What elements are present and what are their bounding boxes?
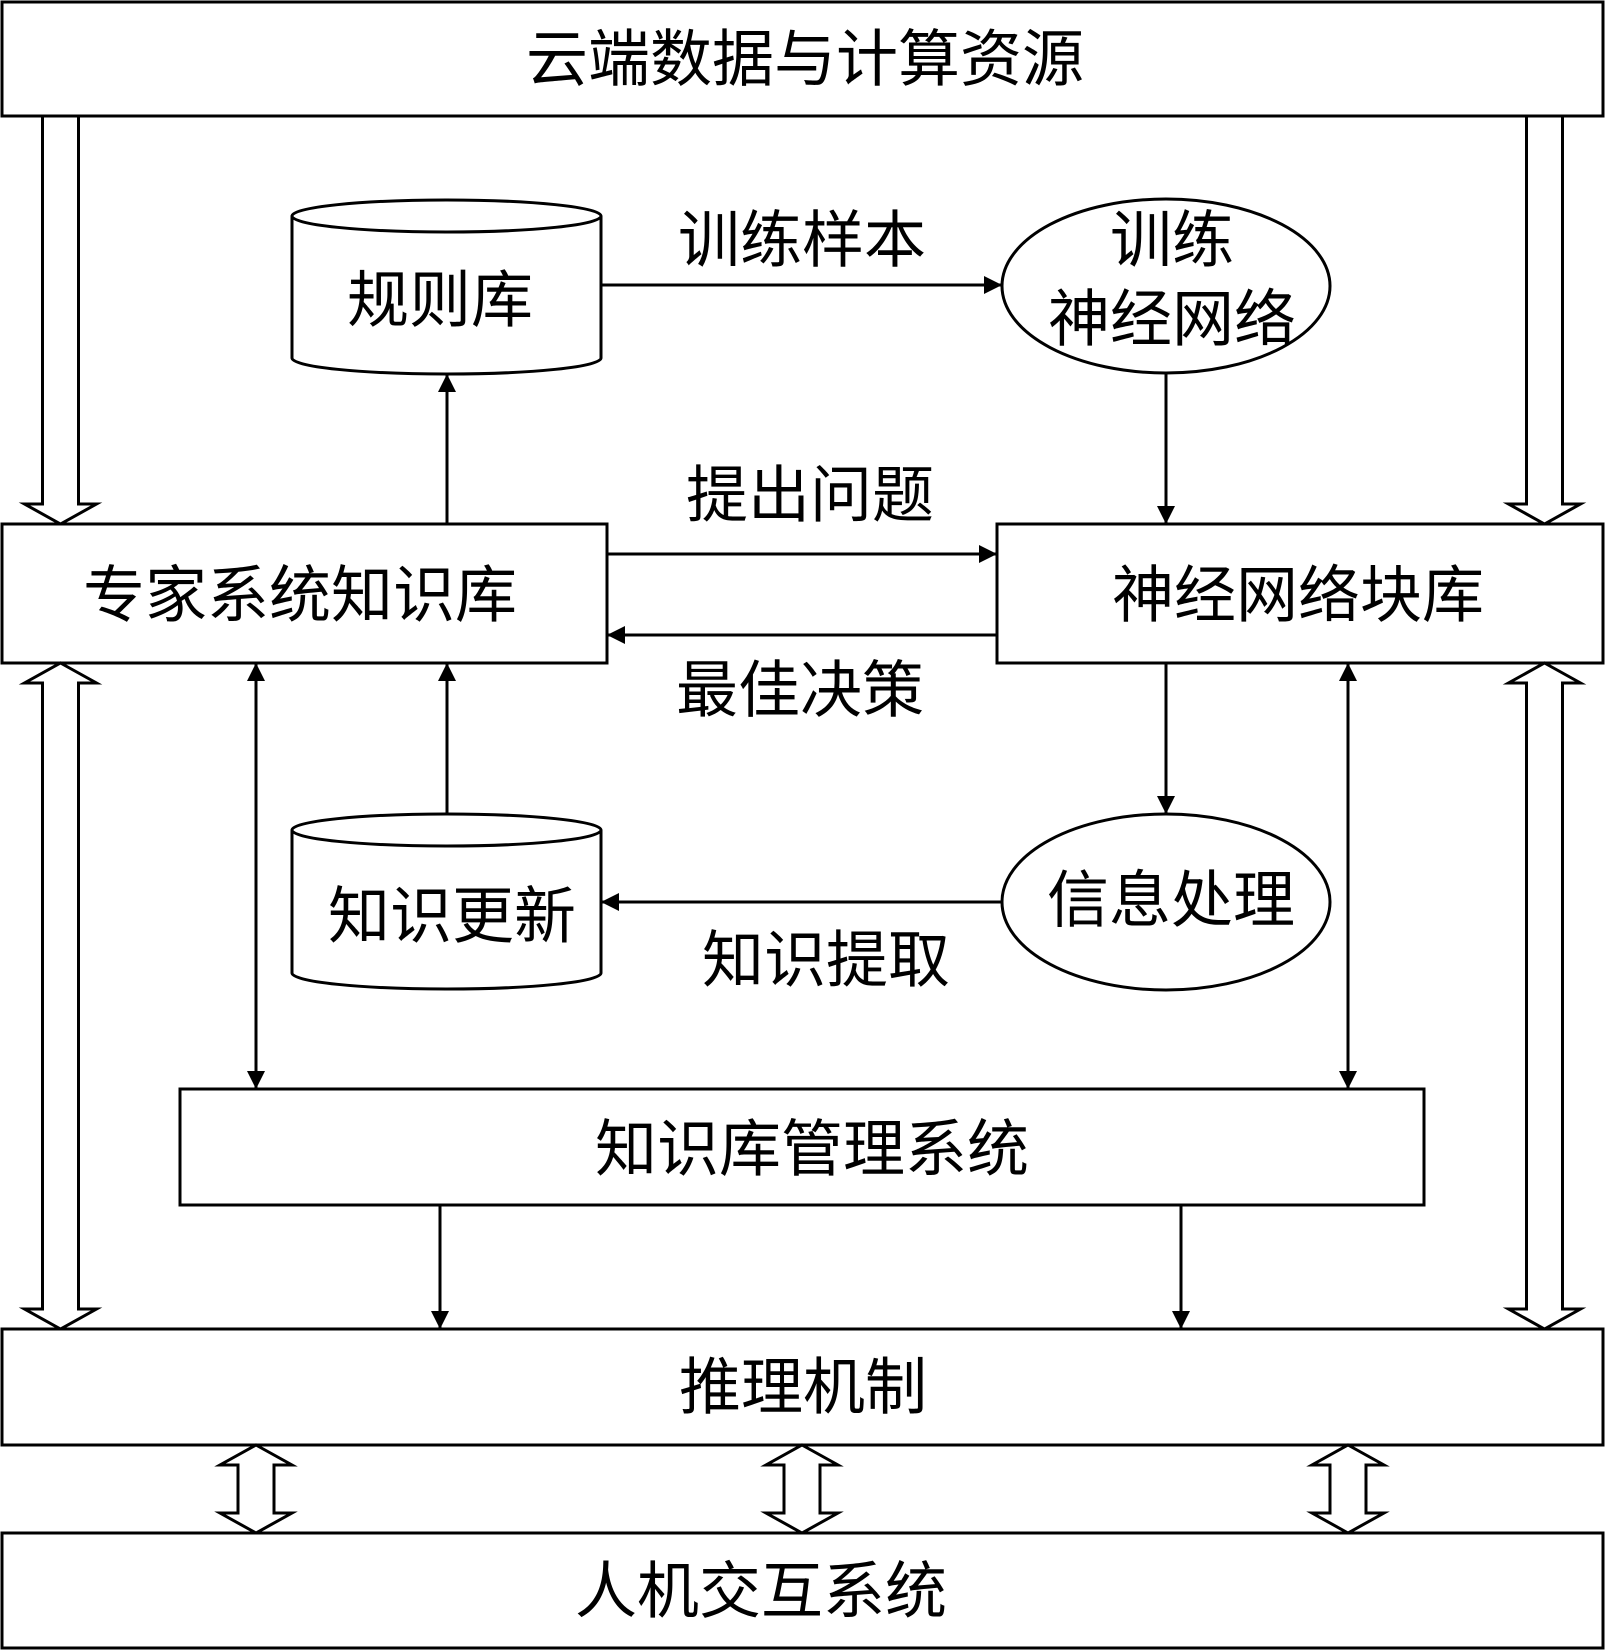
training-samples-label: 训练样本	[678, 204, 926, 277]
inference-hci-hollow-arrow-right	[1306, 1443, 1390, 1535]
info-processing-label: 信息处理	[1047, 864, 1295, 937]
expert-kb-label: 专家系统知识库	[83, 559, 517, 632]
train-nn-ellipse: 训练 神经网络	[1000, 197, 1332, 375]
kb-management-box: 知识库管理系统	[178, 1087, 1426, 1207]
expert-inference-hollow-double-arrow	[18, 661, 103, 1331]
nn-block-base-box: 神经网络块库	[995, 522, 1605, 665]
pose-question-label: 提出问题	[686, 459, 934, 532]
hci-box: 人机交互系统	[0, 1531, 1605, 1650]
rule-base-label: 规则库	[347, 264, 533, 337]
nn-block-base-label: 神经网络块库	[1112, 559, 1484, 632]
inference-label: 推理机制	[679, 1351, 927, 1424]
expert-kb-box: 专家系统知识库	[0, 522, 609, 665]
knowledge-update-label: 知识更新	[328, 880, 576, 953]
cloud-resources-box: 云端数据与计算资源	[0, 0, 1605, 118]
train-nn-label-line1: 训练	[1110, 204, 1234, 277]
inference-hci-hollow-arrow-left	[214, 1443, 298, 1535]
train-nn-label-line2: 神经网络	[1048, 283, 1296, 356]
cloud-resources-label: 云端数据与计算资源	[526, 23, 1084, 96]
hci-label: 人机交互系统	[575, 1555, 947, 1628]
nn-inference-hollow-double-arrow	[1502, 661, 1587, 1331]
inference-box: 推理机制	[0, 1327, 1605, 1447]
info-processing-ellipse: 信息处理	[1000, 812, 1332, 992]
kb-management-label: 知识库管理系统	[595, 1113, 1029, 1186]
best-decision-label: 最佳决策	[676, 654, 924, 727]
knowledge-update-cylinder: 知识更新	[290, 812, 603, 991]
inference-hci-hollow-arrow-center	[760, 1443, 844, 1535]
knowledge-extraction-label: 知识提取	[702, 924, 950, 997]
rule-base-cylinder: 规则库	[290, 198, 603, 376]
cloud-to-nn-hollow-arrow	[1502, 114, 1587, 526]
cloud-to-expert-hollow-arrow	[18, 114, 103, 526]
